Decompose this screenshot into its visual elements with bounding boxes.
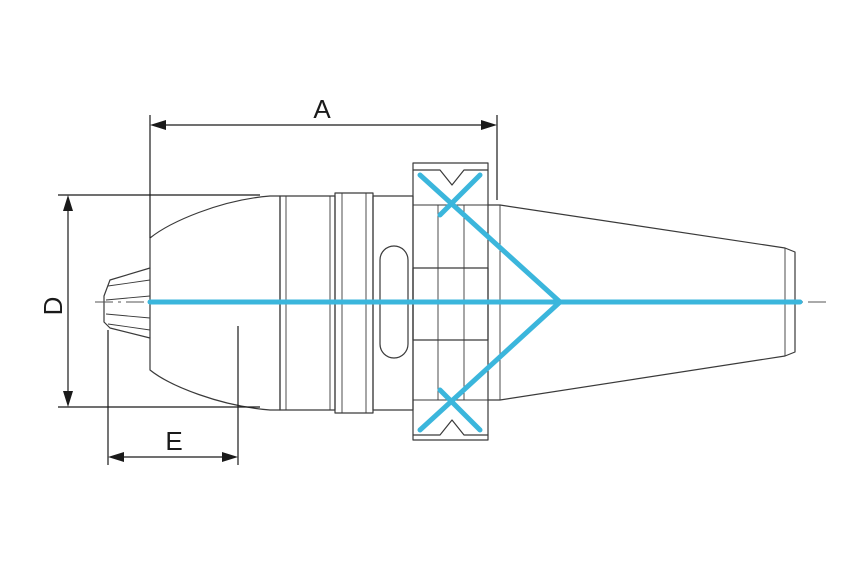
dimension-e-label: E — [165, 426, 182, 456]
dimension-e: E — [107, 326, 239, 465]
dimension-d: D — [38, 194, 260, 408]
dimension-a-label: A — [313, 94, 331, 124]
coolant-channels — [147, 172, 803, 433]
dimension-a: A — [149, 94, 498, 238]
dimension-d-label: D — [38, 297, 68, 316]
chuck-jaws — [103, 267, 151, 339]
